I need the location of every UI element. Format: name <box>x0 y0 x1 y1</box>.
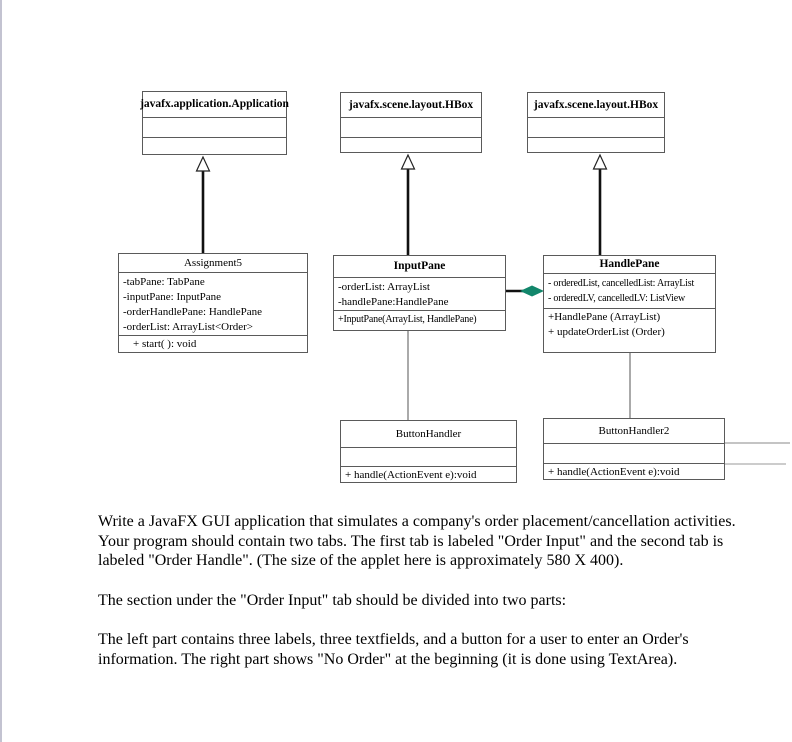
method-line: + handle(ActionEvent e):void <box>548 466 680 478</box>
class-methods-empty <box>143 138 286 154</box>
class-box-buttonhandler2: ButtonHandler2 + handle(ActionEvent e):v… <box>543 418 725 480</box>
class-methods: + handle(ActionEvent e):void <box>341 467 516 482</box>
class-attributes-empty <box>341 448 516 467</box>
class-box-buttonhandler: ButtonHandler + handle(ActionEvent e):vo… <box>340 420 517 483</box>
class-methods: +InputPane(ArrayList, HandlePane) <box>334 311 505 330</box>
class-attributes: -orderList: ArrayList -handlePane:Handle… <box>334 278 505 311</box>
inheritance-triangle-icon <box>592 153 608 170</box>
attribute-line: -orderList: ArrayList <box>338 281 430 293</box>
class-title: javafx.scene.layout.HBox <box>341 93 481 118</box>
class-attributes-empty <box>143 118 286 138</box>
attribute-line: -handlePane:HandlePane <box>338 296 449 308</box>
class-box-hbox-left: javafx.scene.layout.HBox <box>340 92 482 153</box>
class-title: ButtonHandler2 <box>544 419 724 444</box>
class-title: javafx.application.Application <box>140 92 289 118</box>
class-title: javafx.scene.layout.HBox <box>528 93 664 118</box>
method-line: + updateOrderList (Order) <box>548 326 665 338</box>
attribute-line: - orderedLV, cancelledLV: ListView <box>548 293 686 304</box>
class-box-handlepane: HandlePane - orderedList, cancelledList:… <box>543 255 716 353</box>
method-line: + start( ): void <box>133 338 197 350</box>
paragraph: Write a JavaFX GUI application that simu… <box>98 513 736 569</box>
class-title: HandlePane <box>544 256 715 274</box>
class-methods-empty <box>528 138 664 152</box>
class-attributes: - orderedList, cancelledList: ArrayList … <box>544 274 715 309</box>
inheritance-triangle-icon <box>400 153 416 170</box>
attribute-line: -orderList: ArrayList<Order> <box>123 321 254 333</box>
class-methods-empty <box>341 138 481 152</box>
class-box-inputpane: InputPane -orderList: ArrayList -handleP… <box>333 255 506 331</box>
class-methods: + start( ): void <box>119 336 307 352</box>
window-left-edge-line <box>0 0 2 742</box>
paragraph: The left part contains three labels, thr… <box>98 631 689 668</box>
attribute-line: -orderHandlePane: HandlePane <box>123 306 262 318</box>
inheritance-triangle-icon <box>195 155 211 172</box>
attribute-line: -tabPane: TabPane <box>123 276 205 288</box>
paragraph: The section under the "Order Input" tab … <box>98 591 567 609</box>
class-attributes: -tabPane: TabPane -inputPane: InputPane … <box>119 273 307 336</box>
class-attributes-empty <box>544 444 724 464</box>
attribute-line: -inputPane: InputPane <box>123 291 222 303</box>
class-attributes-empty <box>341 118 481 138</box>
method-line: + handle(ActionEvent e):void <box>345 469 477 481</box>
class-box-assignment5: Assignment5 -tabPane: TabPane -inputPane… <box>118 253 308 353</box>
class-methods: + handle(ActionEvent e):void <box>544 464 724 479</box>
class-methods: +HandlePane (ArrayList) + updateOrderLis… <box>544 309 715 352</box>
class-title: ButtonHandler <box>341 421 516 448</box>
assignment-description: Write a JavaFX GUI application that simu… <box>98 512 766 689</box>
attribute-line: - orderedList, cancelledList: ArrayList <box>548 278 695 289</box>
class-attributes-empty <box>528 118 664 138</box>
class-box-application: javafx.application.Application <box>140 91 289 155</box>
class-title: InputPane <box>334 256 505 278</box>
class-box-hbox-right: javafx.scene.layout.HBox <box>527 92 665 153</box>
method-line: +HandlePane (ArrayList) <box>548 311 661 323</box>
class-title: Assignment5 <box>119 254 307 273</box>
method-line: +InputPane(ArrayList, HandlePane) <box>338 314 477 325</box>
aggregation-diamond-icon <box>520 285 544 297</box>
